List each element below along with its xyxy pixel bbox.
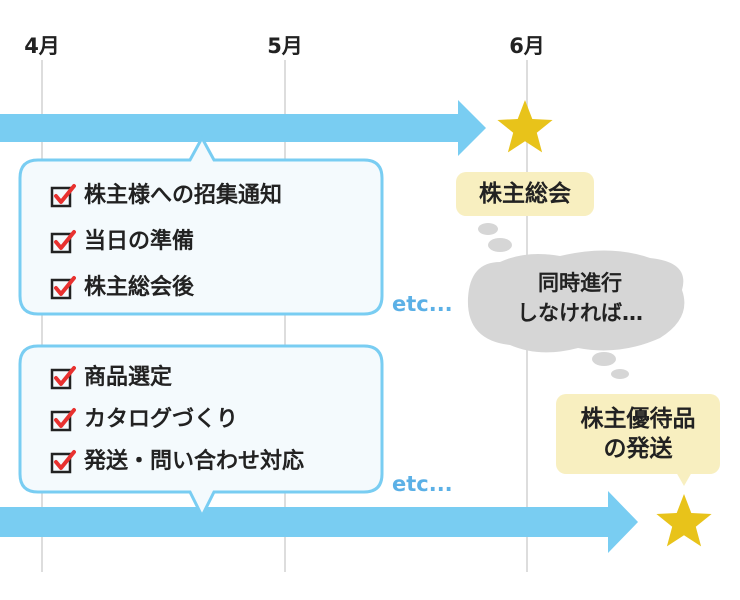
task-item: カタログづくり bbox=[50, 406, 238, 434]
checkbox-checked-icon bbox=[50, 184, 76, 208]
timeline-arrow-top bbox=[0, 100, 486, 156]
thought-line2: しなければ… bbox=[517, 301, 643, 325]
checkbox-checked-icon bbox=[50, 408, 76, 432]
callout-bottom: 商品選定 カタログづくり 発送・問い合わせ対応 bbox=[20, 346, 382, 492]
task-label: 当日の準備 bbox=[84, 229, 195, 254]
timeline-arrow-bottom bbox=[0, 491, 638, 553]
callout-top: 株主様への招集通知 当日の準備 株主総会後 bbox=[20, 160, 382, 314]
milestone-gift-line1: 株主優待品 bbox=[580, 406, 696, 432]
month-label-jun: 6月 bbox=[509, 34, 545, 58]
month-label-apr: 4月 bbox=[24, 34, 60, 58]
star-meeting-icon bbox=[497, 100, 553, 153]
callout-bottom-bubble bbox=[18, 344, 384, 520]
thought-cloud bbox=[467, 223, 685, 379]
task-item: 発送・問い合わせ対応 bbox=[50, 448, 304, 476]
callout-top-bubble bbox=[18, 134, 384, 316]
task-label: カタログづくり bbox=[84, 407, 239, 432]
thought-line1: 同時進行 bbox=[538, 271, 622, 295]
task-label: 株主総会後 bbox=[84, 275, 195, 300]
etc-label-bottom: etc... bbox=[392, 472, 453, 496]
checkbox-checked-icon bbox=[50, 230, 76, 254]
task-item: 株主様への招集通知 bbox=[50, 182, 282, 210]
star-gift-icon bbox=[656, 494, 712, 547]
month-label-may: 5月 bbox=[267, 34, 303, 58]
etc-label-top: etc... bbox=[392, 292, 453, 316]
milestone-label-gift: 株主優待品 の発送 bbox=[556, 394, 720, 474]
milestone-label-meeting: 株主総会 bbox=[456, 172, 594, 216]
task-item: 株主総会後 bbox=[50, 274, 194, 302]
milestone-meeting-text: 株主総会 bbox=[479, 181, 571, 207]
milestone-gift-line2: の発送 bbox=[603, 436, 673, 462]
gift-label-tail bbox=[676, 472, 692, 486]
task-item: 当日の準備 bbox=[50, 228, 194, 256]
checkbox-checked-icon bbox=[50, 366, 76, 390]
checkbox-checked-icon bbox=[50, 450, 76, 474]
checkbox-checked-icon bbox=[50, 276, 76, 300]
task-label: 発送・問い合わせ対応 bbox=[84, 449, 305, 474]
task-label: 商品選定 bbox=[84, 365, 173, 390]
task-item: 商品選定 bbox=[50, 364, 172, 392]
thought-text: 同時進行 しなければ… bbox=[475, 268, 685, 328]
task-label: 株主様への招集通知 bbox=[84, 183, 283, 208]
